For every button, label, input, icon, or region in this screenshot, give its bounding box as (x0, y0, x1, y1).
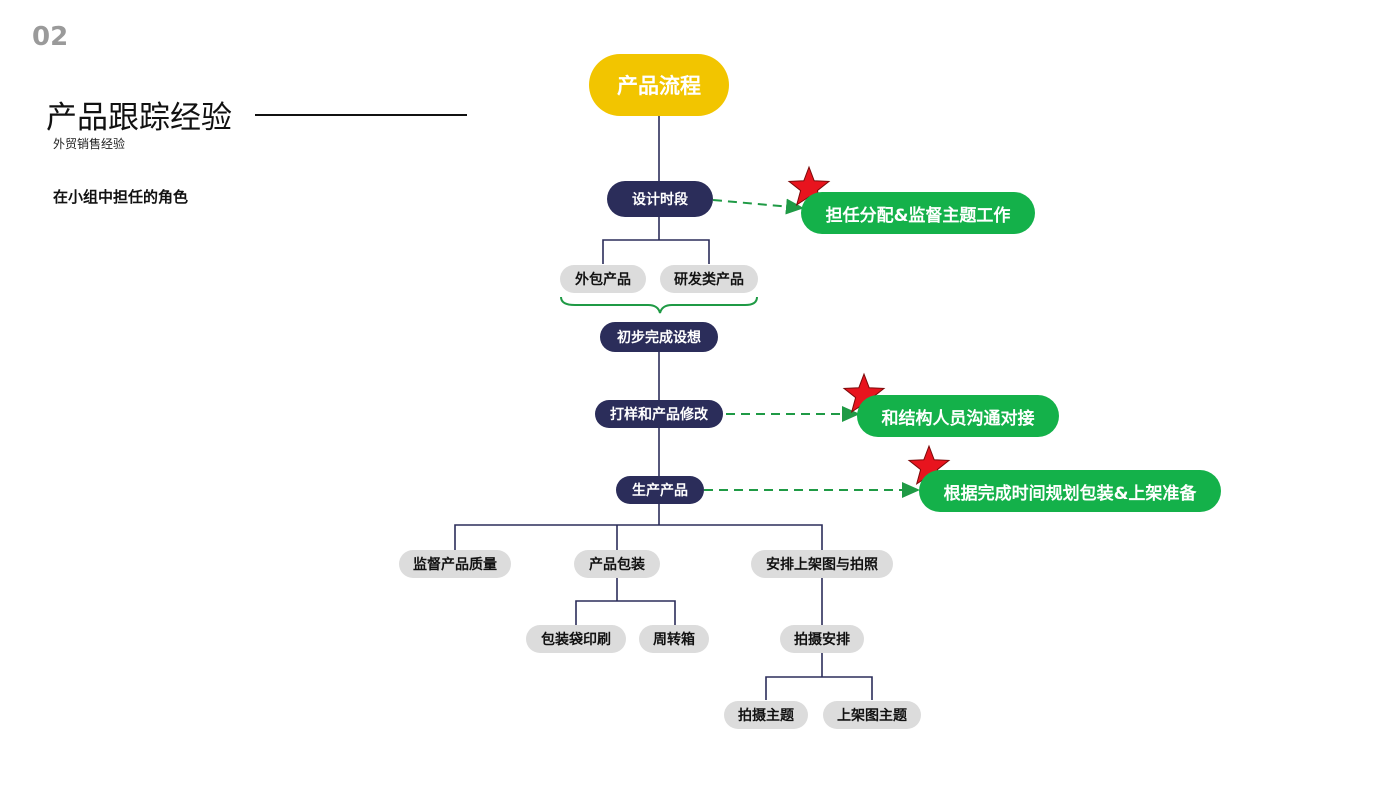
group-brace (560, 296, 758, 314)
page-number: 02 (32, 22, 69, 52)
packaging-node: 产品包装 (574, 550, 660, 578)
connector-shoot-branches (765, 676, 873, 700)
shoot-theme-node: 拍摄主题 (724, 701, 808, 729)
page-subtitle: 外贸销售经验 (53, 137, 126, 151)
title-underline (255, 114, 467, 116)
listing-node: 安排上架图与拍照 (751, 550, 893, 578)
production-role-node: 根据完成时间规划包装&上架准备 (919, 470, 1221, 512)
connector-packaging-branches (575, 600, 676, 625)
concept-node: 初步完成设想 (600, 322, 718, 352)
outsource-product-node: 外包产品 (560, 265, 646, 293)
production-node: 生产产品 (616, 476, 704, 504)
design-stage-node: 设计时段 (607, 181, 713, 217)
connector-design-branches (602, 239, 710, 264)
arrow-design-role (712, 198, 804, 215)
turnover-box-node: 周转箱 (639, 625, 709, 653)
sampling-role-node: 和结构人员沟通对接 (857, 395, 1059, 437)
start-node: 产品流程 (589, 54, 729, 116)
page-title: 产品跟踪经验 (46, 100, 232, 136)
listing-theme-node: 上架图主题 (823, 701, 921, 729)
connector-production-branches (454, 524, 823, 550)
shoot-plan-node: 拍摄安排 (780, 625, 864, 653)
rnd-product-node: 研发类产品 (660, 265, 758, 293)
sampling-node: 打样和产品修改 (595, 400, 723, 428)
role-heading: 在小组中担任的角色 (53, 188, 189, 206)
quality-node: 监督产品质量 (399, 550, 511, 578)
bag-print-node: 包装袋印刷 (526, 625, 626, 653)
design-role-node: 担任分配&监督主题工作 (801, 192, 1035, 234)
